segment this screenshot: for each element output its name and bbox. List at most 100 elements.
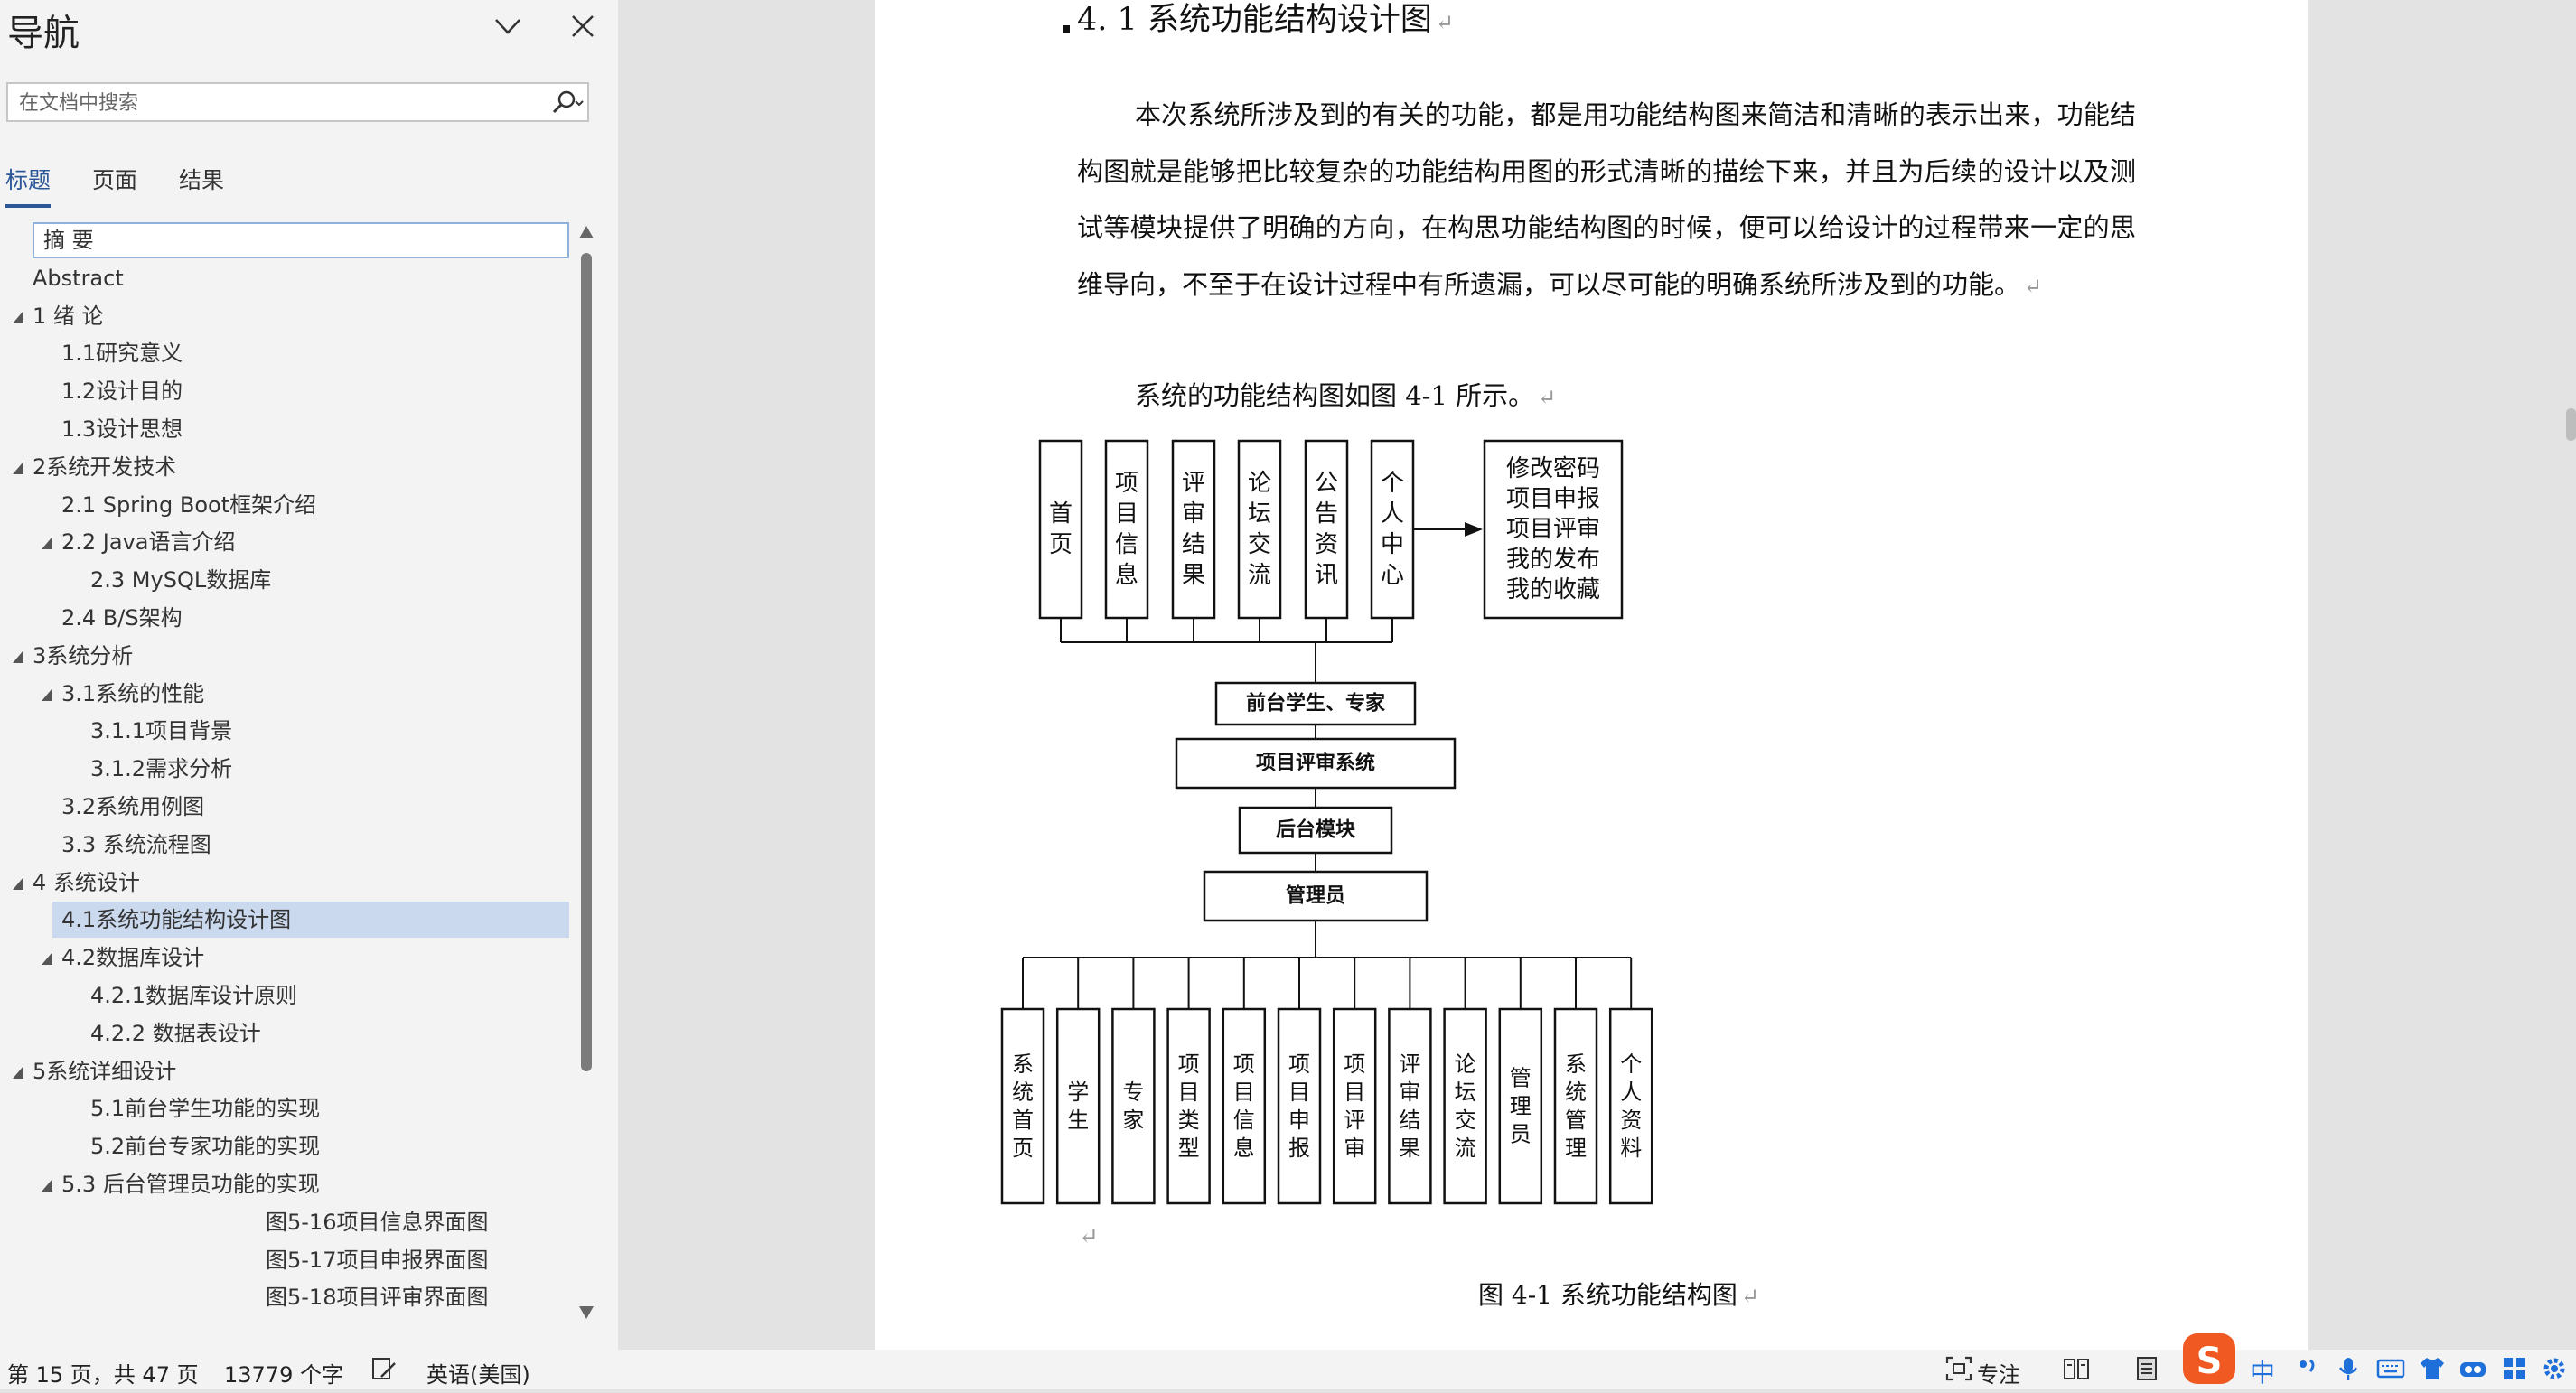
bottom-module-label: 交 xyxy=(1455,1108,1476,1133)
punctuation-icon[interactable] xyxy=(2295,1355,2322,1388)
outline-item[interactable]: 2系统开发技术 xyxy=(33,453,177,480)
chain-box-label: 前台学生、专家 xyxy=(1246,692,1386,715)
top-module-label: 资 xyxy=(1315,531,1338,558)
outline-item[interactable]: 5.3 后台管理员功能的实现 xyxy=(61,1172,320,1197)
outline-item[interactable]: 5.2前台专家功能的实现 xyxy=(90,1134,321,1160)
outline-item[interactable]: 3系统分析 xyxy=(33,642,134,668)
expand-caret-icon[interactable] xyxy=(42,952,52,966)
outline-item[interactable]: 4.2数据库设计 xyxy=(61,945,205,971)
outline-item[interactable]: 2.3 MySQL数据库 xyxy=(90,567,272,594)
document-area[interactable]: 4. 1 系统功能结构设计图↵ 本次系统所涉及到的有关的功能，都是用功能结构图来… xyxy=(618,0,2576,1350)
document-scroll-thumb[interactable] xyxy=(2566,408,2576,441)
outline-item[interactable]: 3.1.2需求分析 xyxy=(90,756,233,782)
figure-reference-paragraph[interactable]: 系统的功能结构图如图 4-1 所示。↵ xyxy=(1135,374,1556,419)
outline-item[interactable]: 3.1.1项目背景 xyxy=(90,718,233,744)
microphone-icon[interactable] xyxy=(2335,1355,2362,1388)
outline-item[interactable]: 1.2设计目的 xyxy=(61,379,183,405)
bottom-module-box xyxy=(1553,1007,1598,1205)
outline-item[interactable]: 摘 要 xyxy=(33,222,569,258)
outline-item[interactable]: 1 绪 论 xyxy=(33,303,104,329)
outline-item[interactable]: 图5-16项目信息界面图 xyxy=(266,1209,489,1235)
expand-caret-icon[interactable] xyxy=(13,461,23,474)
expand-caret-icon[interactable] xyxy=(13,876,23,890)
outline-item[interactable]: 2.1 Spring Boot框架介绍 xyxy=(61,491,317,518)
outline-item[interactable]: Abstract xyxy=(33,265,124,291)
toolbox-icon[interactable] xyxy=(2458,1355,2488,1388)
bottom-module-box xyxy=(1000,1007,1045,1205)
focus-mode-icon[interactable] xyxy=(1944,1355,1973,1388)
nav-scrollbar[interactable] xyxy=(578,226,595,1328)
word-count[interactable]: 13779 个字 xyxy=(224,1362,343,1388)
ime-chinese-mode[interactable]: 中 xyxy=(2250,1358,2276,1388)
outline-item[interactable]: 5系统详细设计 xyxy=(33,1058,177,1084)
outline-item[interactable]: 3.1系统的性能 xyxy=(61,680,205,706)
expand-caret-icon[interactable] xyxy=(13,650,23,663)
bottom-module-label: 流 xyxy=(1455,1136,1476,1161)
bottom-module-box xyxy=(1388,1007,1432,1205)
bottom-module-label: 学 xyxy=(1067,1080,1089,1105)
chevron-down-icon[interactable] xyxy=(492,9,523,45)
outline-item[interactable]: 图5-17项目申报界面图 xyxy=(266,1247,489,1273)
search-input[interactable] xyxy=(17,88,527,118)
top-module-label: 页 xyxy=(1049,531,1073,558)
paragraph-mark: ↵ xyxy=(1538,385,1557,410)
top-module-label: 人 xyxy=(1381,500,1404,528)
focus-mode-label[interactable]: 专注 xyxy=(1977,1362,2020,1388)
page-count[interactable]: 第 15 页，共 47 页 xyxy=(7,1362,199,1388)
close-icon[interactable] xyxy=(567,11,598,42)
outline-item[interactable]: 1.3设计思想 xyxy=(61,416,183,442)
body-paragraph[interactable]: 本次系统所涉及到的有关的功能，都是用功能结构图来简洁和清晰的表示出来，功能结构图… xyxy=(1077,87,2136,314)
bottom-module-label: 管 xyxy=(1510,1066,1532,1091)
tab-results[interactable]: 结果 xyxy=(179,167,225,193)
outline-item[interactable]: 2.2 Java语言介绍 xyxy=(61,529,236,556)
outline-item[interactable]: 1.1研究意义 xyxy=(61,341,183,367)
tab-pages[interactable]: 页面 xyxy=(92,167,138,193)
keyboard-icon[interactable] xyxy=(2376,1355,2405,1388)
tab-headings[interactable]: 标题 xyxy=(5,167,52,193)
scroll-down-arrow-icon[interactable] xyxy=(579,1306,594,1319)
search-box[interactable] xyxy=(6,82,589,122)
figure-caption[interactable]: 图 4-1 系统功能结构图↵ xyxy=(1478,1276,1759,1312)
outline-item[interactable]: 3.3 系统流程图 xyxy=(61,831,211,857)
bottom-module-label: 报 xyxy=(1288,1136,1310,1161)
sogou-logo-icon[interactable]: S xyxy=(2181,1332,2239,1393)
svg-text:S: S xyxy=(2197,1341,2223,1382)
top-module-label: 心 xyxy=(1381,562,1404,589)
scroll-up-arrow-icon[interactable] xyxy=(579,226,594,238)
app-grid-icon[interactable] xyxy=(2501,1355,2528,1388)
outline-item[interactable]: 5.1前台学生功能的实现 xyxy=(90,1096,321,1122)
expand-caret-icon[interactable] xyxy=(13,310,23,323)
expand-caret-icon[interactable] xyxy=(42,1179,52,1192)
bottom-module-label: 信 xyxy=(1233,1108,1255,1133)
outline-item[interactable]: 4.2.1数据库设计原则 xyxy=(90,983,298,1008)
nav-scroll-thumb[interactable] xyxy=(581,253,592,1071)
chain-box xyxy=(1203,870,1429,922)
ime-settings-icon[interactable] xyxy=(2541,1355,2571,1388)
paragraph-mark: ↵ xyxy=(1435,10,1455,35)
chain-box-label: 后台模块 xyxy=(1276,818,1356,842)
document-page[interactable]: 4. 1 系统功能结构设计图↵ 本次系统所涉及到的有关的功能，都是用功能结构图来… xyxy=(875,0,2308,1350)
outline-item[interactable]: 4.1系统功能结构设计图 xyxy=(52,902,569,939)
print-layout-icon[interactable] xyxy=(2132,1355,2161,1388)
language-indicator[interactable]: 英语(美国) xyxy=(426,1362,530,1388)
search-icon[interactable] xyxy=(547,89,586,117)
expand-caret-icon[interactable] xyxy=(13,1065,23,1079)
outline-item[interactable]: 图5-18项目评审界面图 xyxy=(266,1285,489,1311)
top-module-label: 论 xyxy=(1248,470,1271,497)
outline-item[interactable]: 4.2.2 数据表设计 xyxy=(90,1020,261,1046)
top-module-box xyxy=(1104,439,1149,620)
proofing-icon[interactable] xyxy=(370,1355,398,1388)
bottom-module-box xyxy=(1222,1007,1267,1205)
paragraph-mark: ↵ xyxy=(2024,273,2043,299)
skin-shirt-icon[interactable] xyxy=(2418,1355,2447,1388)
outline-item[interactable]: 2.4 B/S架构 xyxy=(61,605,183,631)
figure-caption-text: 图 4-1 系统功能结构图 xyxy=(1478,1280,1738,1310)
function-structure-diagram[interactable]: 首页项目信息评审结果论坛交流公告资讯个人中心修改密码项目申报项目评审我的发布我的… xyxy=(875,0,2308,1229)
read-mode-icon[interactable] xyxy=(2062,1355,2091,1388)
outline-item[interactable]: 4 系统设计 xyxy=(33,869,140,895)
top-module-label: 个 xyxy=(1381,470,1404,497)
outline-item[interactable]: 3.2系统用例图 xyxy=(61,794,205,819)
expand-caret-icon[interactable] xyxy=(42,687,52,701)
section-heading[interactable]: 4. 1 系统功能结构设计图↵ xyxy=(1077,0,1454,42)
expand-caret-icon[interactable] xyxy=(42,537,52,550)
